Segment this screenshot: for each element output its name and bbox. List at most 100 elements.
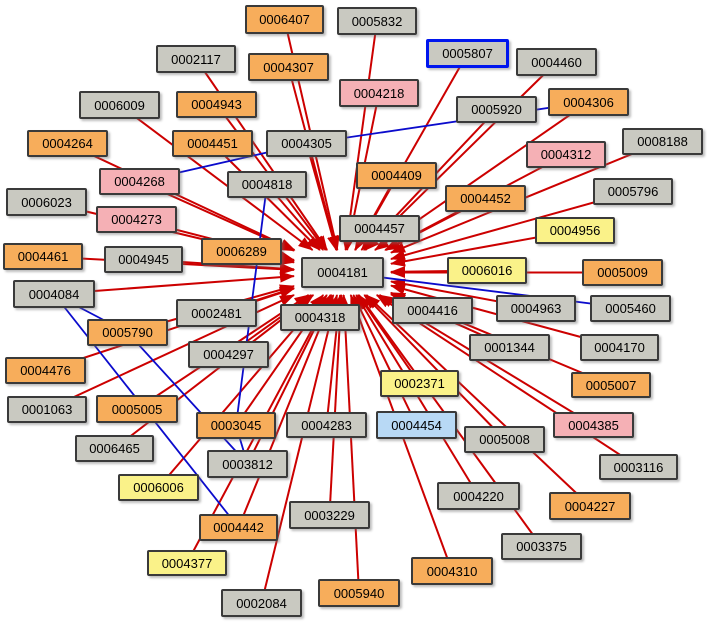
graph-node-label: 0005796 xyxy=(607,184,659,199)
edge-red xyxy=(118,104,314,251)
graph-node-label: 0006009 xyxy=(94,97,145,113)
graph-node[interactable]: 0004457 xyxy=(339,215,420,242)
graph-node[interactable]: 0001344 xyxy=(469,334,550,361)
graph-node[interactable]: 0004273 xyxy=(96,206,177,233)
graph-node-label: 0005790 xyxy=(102,325,153,340)
edge-red xyxy=(352,294,418,426)
graph-node[interactable]: 0005007 xyxy=(571,372,651,398)
graph-node-label: 0002481 xyxy=(191,305,242,321)
graph-node[interactable]: 0004945 xyxy=(104,246,183,273)
graph-node[interactable]: 0006465 xyxy=(75,435,154,462)
graph-node[interactable]: 0004220 xyxy=(437,482,520,510)
graph-node[interactable]: 0006006 xyxy=(118,474,199,501)
graph-node[interactable]: 0004451 xyxy=(172,130,253,157)
graph-node-label: 0003116 xyxy=(613,459,664,475)
graph-node[interactable]: 0003812 xyxy=(207,450,288,478)
graph-node-label: 0005009 xyxy=(597,265,648,280)
graph-node[interactable]: 0004305 xyxy=(266,130,347,157)
graph-node[interactable]: 0004227 xyxy=(549,492,631,520)
graph-node[interactable]: 0008188 xyxy=(622,128,703,155)
edge-red xyxy=(67,142,296,251)
graph-node-label: 0004268 xyxy=(114,174,165,189)
graph-node[interactable]: 0002371 xyxy=(380,370,459,397)
graph-node[interactable]: 0006407 xyxy=(245,5,324,34)
graph-node-label: 0004218 xyxy=(353,85,405,101)
graph-node[interactable]: 0004818 xyxy=(227,171,307,198)
graph-node[interactable]: 0004307 xyxy=(248,53,329,81)
graph-node[interactable]: 0003045 xyxy=(196,412,276,439)
graph-node[interactable]: 0004310 xyxy=(411,557,493,585)
graph-node-label: 0004312 xyxy=(540,147,592,162)
graph-node[interactable]: 0004943 xyxy=(176,91,257,118)
graph-node-label: 0006023 xyxy=(21,194,72,210)
graph-node[interactable]: 0004963 xyxy=(496,295,576,322)
graph-node[interactable]: 0004297 xyxy=(188,341,269,368)
graph-node[interactable]: 0005940 xyxy=(318,579,400,607)
graph-node-label: 0004377 xyxy=(161,555,213,571)
graph-node[interactable]: 0004454 xyxy=(376,411,457,439)
graph-node-label: 0003375 xyxy=(516,539,567,554)
graph-node-label: 0003229 xyxy=(304,507,355,523)
graph-node[interactable]: 0005790 xyxy=(87,319,168,346)
graph-node-label: 0004283 xyxy=(301,417,352,433)
graph-node-label: 0004451 xyxy=(187,136,238,151)
graph-node[interactable]: 0005796 xyxy=(593,178,673,205)
graph-node[interactable]: 0004312 xyxy=(526,141,606,168)
graph-node[interactable]: 0004452 xyxy=(445,185,526,212)
graph-node[interactable]: 0004218 xyxy=(339,79,419,107)
graph-node[interactable]: 0004283 xyxy=(286,412,367,438)
graph-node[interactable]: 0005832 xyxy=(337,7,417,35)
graph-node[interactable]: 0004264 xyxy=(27,130,108,157)
graph-node[interactable]: 0001063 xyxy=(7,396,87,423)
graph-node-label: 0004963 xyxy=(510,301,562,316)
graph-node[interactable]: 0006009 xyxy=(79,91,160,119)
graph-node[interactable]: 0003229 xyxy=(289,501,370,529)
graph-node[interactable]: 0005005 xyxy=(96,395,178,423)
edge-red xyxy=(365,294,591,507)
graph-node[interactable]: 0005460 xyxy=(590,295,671,322)
graph-node[interactable]: 0004306 xyxy=(548,88,629,116)
graph-node[interactable]: 0005920 xyxy=(456,96,537,123)
edge-red xyxy=(237,294,335,528)
graph-node-label: 0005005 xyxy=(111,401,163,417)
graph-node-label: 0004454 xyxy=(391,417,442,433)
graph-node[interactable]: 0006289 xyxy=(201,238,282,265)
graph-node[interactable]: 0004170 xyxy=(580,334,659,361)
graph-node[interactable]: 0005008 xyxy=(464,426,545,453)
graph-node-label: 0005832 xyxy=(351,13,403,29)
graph-node[interactable]: 0004460 xyxy=(516,48,597,76)
graph-node-label: 0004956 xyxy=(549,223,601,238)
graph-node[interactable]: 0006023 xyxy=(6,188,87,216)
graph-node[interactable]: 0004318 xyxy=(280,304,360,331)
graph-node[interactable]: 0004476 xyxy=(5,357,86,384)
graph-node[interactable]: 0003375 xyxy=(501,533,582,560)
graph-node[interactable]: 0002084 xyxy=(221,589,302,617)
graph-node[interactable]: 0004442 xyxy=(199,514,278,541)
graph-node-center[interactable]: 0004181 xyxy=(301,257,384,288)
graph-node[interactable]: 0002481 xyxy=(176,299,257,327)
graph-node[interactable]: 0004461 xyxy=(3,243,83,270)
graph-node[interactable]: 0006016 xyxy=(447,257,527,284)
graph-node[interactable]: 0004377 xyxy=(147,550,227,576)
graph-node-label: 0003812 xyxy=(222,456,273,472)
graph-node[interactable]: 0004084 xyxy=(13,280,95,308)
graph-node-label: 0001063 xyxy=(21,402,73,417)
graph-node-label: 0002117 xyxy=(171,51,221,67)
graph-node[interactable]: 0004416 xyxy=(392,297,473,324)
graph-node-label: 0006016 xyxy=(461,263,513,278)
graph-node-label: 0004227 xyxy=(564,498,616,514)
graph-node[interactable]: 0005009 xyxy=(582,259,663,286)
graph-node[interactable]: 0004956 xyxy=(535,217,615,244)
graph-node[interactable]: 0002117 xyxy=(156,45,236,73)
graph-node[interactable]: 0003116 xyxy=(599,454,678,480)
graph-node[interactable]: 0004268 xyxy=(99,168,180,195)
graph-node-label: 0005920 xyxy=(471,102,522,117)
graph-node[interactable]: 0004385 xyxy=(553,412,634,438)
graph-node[interactable]: 0004409 xyxy=(356,162,437,189)
graph-node-label: 0008188 xyxy=(637,134,688,149)
graph-node-selected[interactable]: 0005807 xyxy=(426,39,509,68)
graph-node-label: 0006465 xyxy=(89,441,140,456)
graph-node-label: 0001344 xyxy=(484,340,535,355)
graph-node-label: 0004818 xyxy=(241,177,293,192)
graph-node-label: 0004457 xyxy=(354,221,405,236)
